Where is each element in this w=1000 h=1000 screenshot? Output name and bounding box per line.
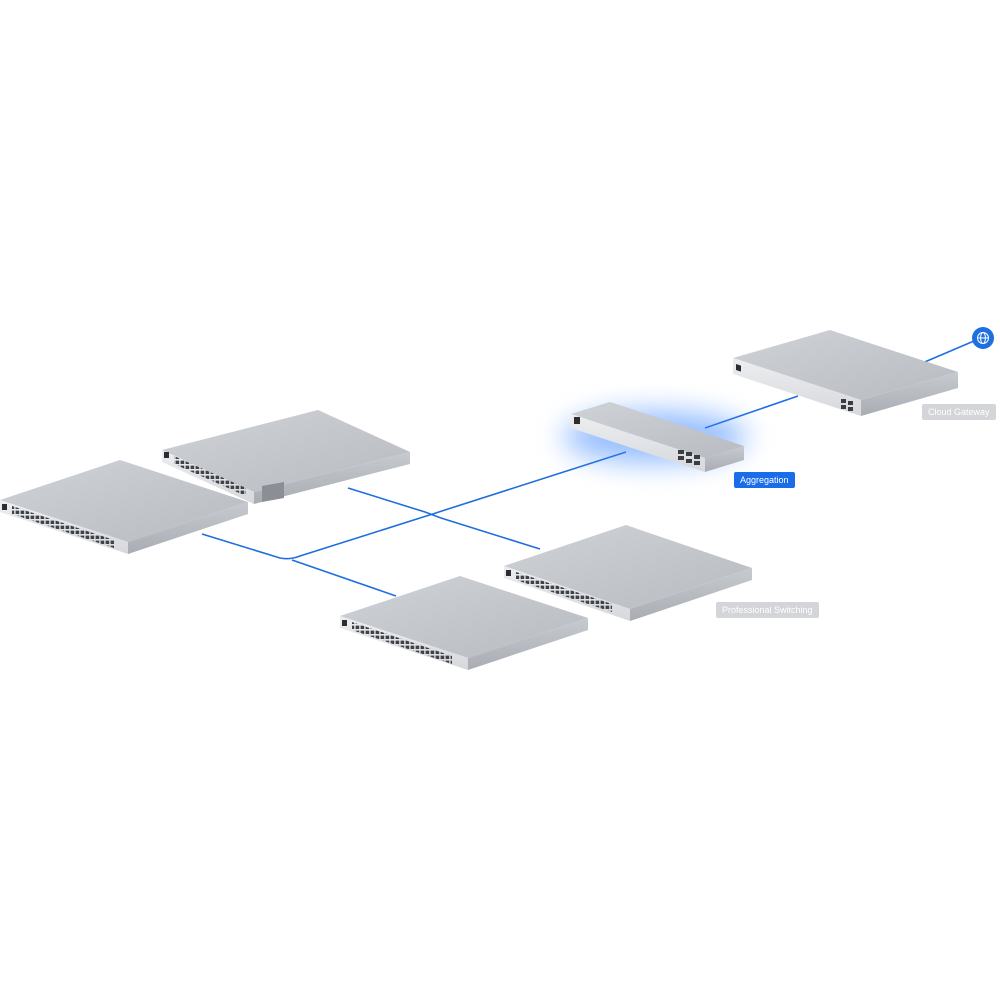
aggregation-label: Aggregation <box>734 472 795 488</box>
aggregation-top <box>571 402 744 458</box>
switch-professional[interactable] <box>504 525 752 621</box>
gateway-ports <box>841 399 853 411</box>
gateway-top <box>733 330 958 400</box>
gateway-side <box>861 372 958 416</box>
switch-front-left[interactable] <box>0 460 248 554</box>
port-block <box>352 622 452 664</box>
aggregation-ports <box>678 450 700 465</box>
switch-display <box>506 570 511 576</box>
gateway-front <box>733 358 861 416</box>
aggregation-switch[interactable] <box>563 402 747 472</box>
switch-bottom[interactable] <box>340 576 588 670</box>
link-aggregation-trunk <box>201 451 627 560</box>
cloud-gateway-device[interactable] <box>733 330 958 416</box>
port-block-right <box>262 482 284 502</box>
link-switch-bottom <box>291 559 397 597</box>
switch-display <box>342 620 347 626</box>
switch-rear-left[interactable] <box>162 410 410 504</box>
internet-node[interactable] <box>972 327 994 349</box>
globe-icon <box>977 332 989 344</box>
port-block <box>12 506 114 548</box>
professional-switching-label: Professional Switching <box>716 602 819 618</box>
aggregation-display <box>574 417 580 424</box>
switch-display <box>2 504 7 510</box>
link-gateway-to-internet <box>919 337 982 365</box>
link-switch-top-left <box>347 487 541 550</box>
switch-display <box>164 452 169 458</box>
aggregation-side <box>705 446 744 472</box>
aggregation-front <box>571 414 705 472</box>
gateway-display <box>736 364 741 372</box>
port-block <box>174 456 246 496</box>
port-block <box>516 572 612 612</box>
cloud-gateway-label: Cloud Gateway <box>922 404 996 420</box>
